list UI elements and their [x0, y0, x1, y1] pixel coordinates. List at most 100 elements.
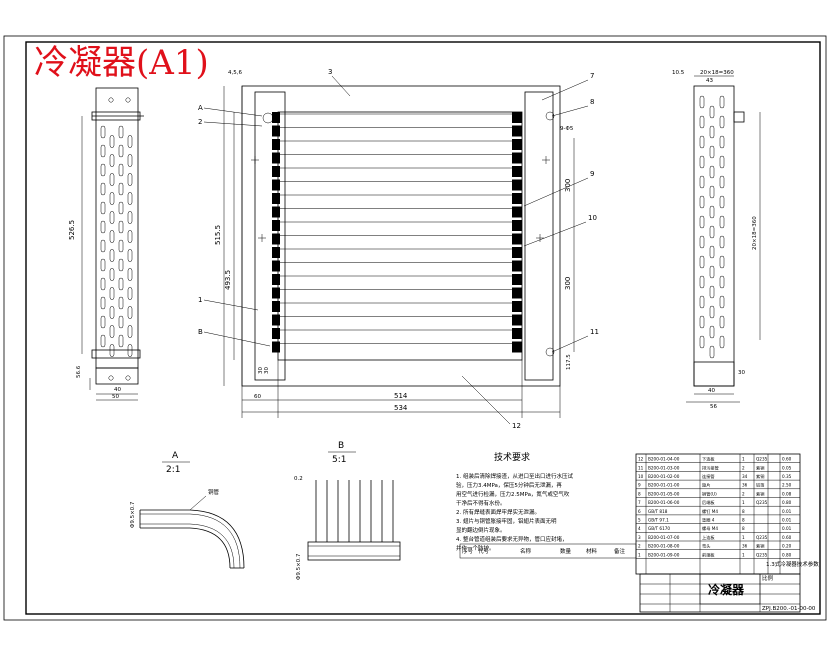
bom-cell: Q235 [756, 457, 768, 462]
bom-cell: 8 [742, 509, 745, 514]
tube-end-right [512, 220, 522, 231]
svg-text:比例: 比例 [762, 574, 774, 582]
tube-slot [127, 230, 133, 243]
tube-slot [109, 249, 115, 262]
tube-slot [699, 135, 705, 149]
tube-end-right [512, 152, 522, 164]
bom-cell: B200-01-02-00 [648, 474, 680, 479]
tube-slot [109, 173, 115, 186]
tube-end-right [512, 233, 522, 245]
tube-slot [719, 235, 725, 249]
bom-cell: 36 [742, 483, 748, 488]
left-side-view: 526.5 56.6 40 50 [68, 87, 144, 401]
svg-text:4,5,6: 4,5,6 [228, 70, 242, 76]
svg-text:493.5: 493.5 [224, 270, 232, 290]
tube-slot [118, 220, 124, 234]
tube-slot [118, 182, 124, 196]
svg-text:526.5: 526.5 [68, 220, 76, 240]
svg-text:A: A [198, 104, 203, 112]
svg-text:Φ9.5×0.7: Φ9.5×0.7 [130, 501, 136, 528]
tube-slot [719, 155, 725, 169]
svg-text:60: 60 [254, 394, 261, 400]
bom-cell: B200-01-07-00 [648, 535, 680, 540]
tube-end-right [512, 301, 522, 312]
tube-slot [127, 325, 133, 338]
tube-end-right [512, 260, 522, 272]
svg-text:30: 30 [264, 367, 270, 374]
front-view: 515.5 493.5 30 30 60 514 534 300 300 117… [198, 70, 575, 418]
bom-cell: 0.35 [782, 474, 792, 479]
tube-end-left [272, 206, 280, 218]
tube-slot [699, 175, 705, 189]
bom-cell: Q235 [756, 500, 768, 505]
tube-slot [127, 344, 133, 357]
bom-cell: 1 [742, 500, 745, 505]
bom-cell: 6 [638, 509, 641, 514]
right-side-view: 10.5 20×18=360 43 20×18=360 30 40 56 [672, 70, 761, 410]
tube-end-right [512, 193, 522, 204]
svg-text:30: 30 [258, 367, 264, 374]
svg-text:干净后不得有水份。: 干净后不得有水份。 [456, 499, 506, 507]
svg-text:5:1: 5:1 [332, 455, 346, 465]
bom-cell: GB/T 818 [648, 509, 668, 514]
tube-end-left [272, 139, 280, 150]
tube-end-right [512, 206, 522, 218]
tube-slot [709, 285, 715, 299]
tube-slot [109, 306, 115, 319]
tube-slot [127, 192, 133, 205]
tube-end-right [512, 274, 522, 285]
tube-slot [109, 211, 115, 224]
bom-cell: GB/T 6170 [648, 526, 670, 531]
tube-end-left [272, 152, 280, 164]
tube-slot [709, 265, 715, 279]
detail-a: A 2:1 铜管 Φ9.5×0.7 [130, 451, 245, 569]
svg-text:300: 300 [564, 179, 572, 192]
tube-slot [118, 201, 124, 215]
bom-cell: 2 [638, 544, 641, 549]
bom-cell: 后端板 [702, 499, 715, 506]
tube-end-left [272, 125, 280, 137]
svg-text:12: 12 [512, 422, 521, 430]
tube-slot [127, 249, 133, 262]
bom-cell: GB/T 97.1 [648, 518, 669, 523]
tube-slot [118, 125, 124, 139]
svg-text:11: 11 [590, 328, 599, 336]
svg-text:1.3式冷凝器技术参数: 1.3式冷凝器技术参数 [766, 560, 819, 568]
bom-cell: 0.01 [782, 526, 792, 531]
tube-slot [709, 145, 715, 159]
tube-end-right [512, 112, 522, 123]
svg-text:40: 40 [708, 388, 715, 394]
tube-end-right [512, 139, 522, 150]
svg-text:B: B [198, 328, 203, 336]
technical-notes: 技术要求 1. 组装后清除焊接渣，从进口至出口进行水压试 验，压力3.4MPa，… [456, 451, 573, 552]
bom-header-cell: 代号 [478, 547, 490, 555]
bom-cell: 弯头 [702, 543, 710, 550]
tube-slot [709, 105, 715, 119]
bom-cell: 8 [742, 526, 745, 531]
svg-text:8: 8 [590, 98, 594, 106]
tube-slot [127, 154, 133, 167]
tube-end-left [272, 314, 280, 326]
bom-cell: 垫圈 4 [702, 517, 715, 524]
tube-slot [118, 163, 124, 177]
tube-slot [118, 144, 124, 158]
bom-cell: 排污接管 [702, 464, 719, 471]
svg-text:3: 3 [328, 68, 332, 76]
bom-cell: 12 [638, 457, 644, 462]
tube-slot [118, 239, 124, 253]
svg-text:9: 9 [590, 170, 594, 178]
svg-text:B: B [338, 441, 344, 451]
bom-header-cell: 备注 [614, 547, 626, 555]
svg-text:300: 300 [564, 277, 572, 290]
svg-text:2: 2 [198, 118, 202, 126]
svg-text:20×18=360: 20×18=360 [700, 70, 734, 76]
tube-slot [127, 306, 133, 319]
bom-cell: 1 [742, 552, 745, 557]
tube-slot [100, 182, 106, 196]
tube-slot [719, 315, 725, 329]
tube-slot [709, 345, 715, 359]
tube-slot [127, 287, 133, 300]
tube-slot [719, 255, 725, 269]
